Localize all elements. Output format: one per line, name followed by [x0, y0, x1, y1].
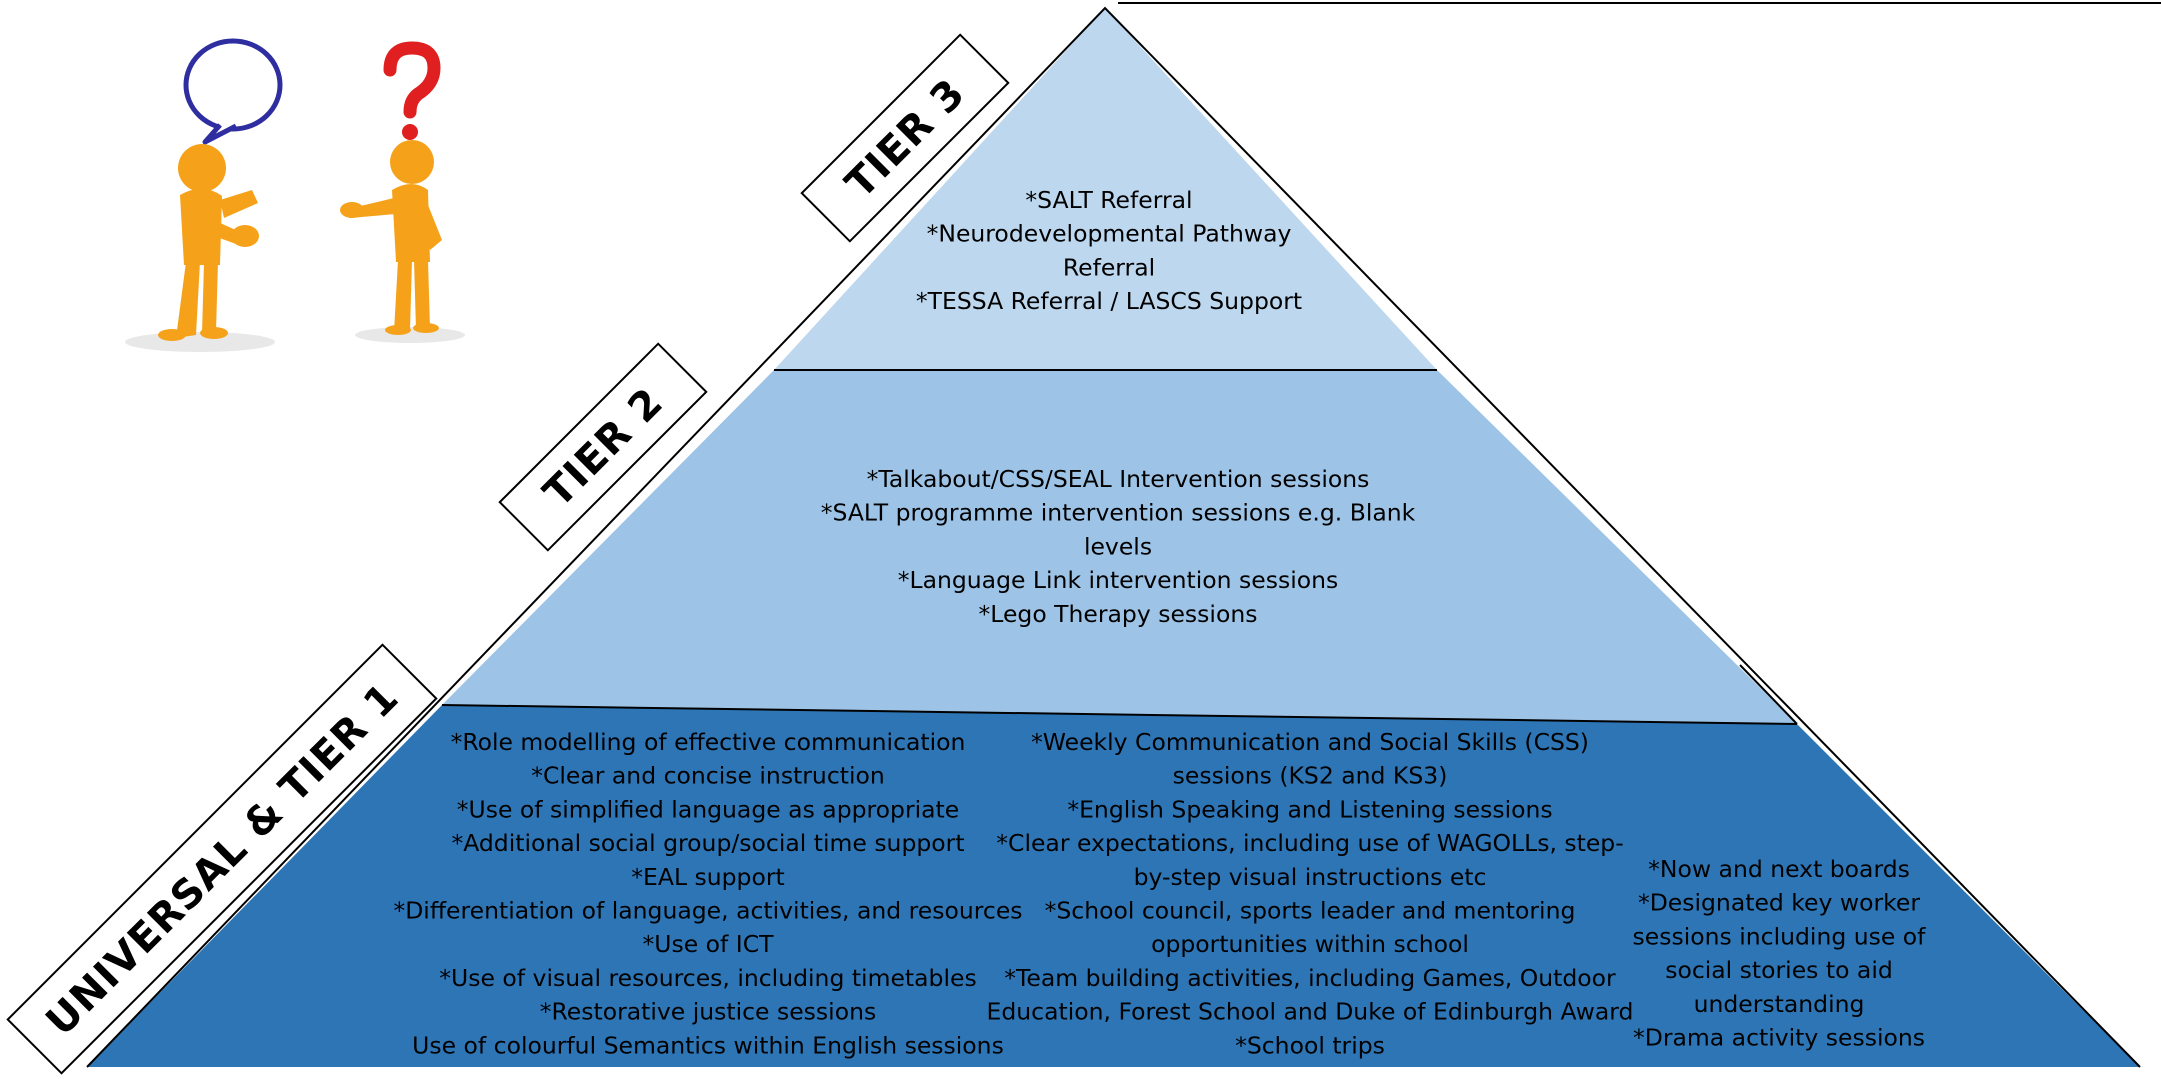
tier2-text-line: *Lego Therapy sessions	[979, 600, 1258, 628]
tier1-band	[87, 705, 2140, 1067]
tier1-col1-line: *Use of simplified language as appropria…	[457, 795, 959, 823]
tier1-col1-line: *Use of ICT	[643, 930, 775, 958]
tier3-label-box: TIER 3	[800, 33, 1010, 243]
tier3-text-line: *TESSA Referral / LASCS Support	[916, 287, 1302, 315]
tier1-col2-line: sessions (KS2 and KS3)	[1173, 762, 1448, 790]
tier1-col3-line: social stories to aid	[1665, 956, 1893, 984]
question-mark-icon	[383, 41, 441, 140]
tier1-col1-line: *Differentiation of language, activities…	[393, 897, 1022, 925]
tier1-col2-line: *Weekly Communication and Social Skills …	[1031, 728, 1589, 756]
tier1-col3-line: *Now and next boards	[1648, 855, 1910, 883]
tier2-text-line: levels	[1084, 532, 1152, 560]
tier2-text-line: *Talkabout/CSS/SEAL Intervention session…	[867, 465, 1370, 493]
tier3-text-line: *Neurodevelopmental Pathway	[927, 220, 1292, 248]
tier1-col2-line: opportunities within school	[1151, 930, 1469, 958]
tier1-col3-line: understanding	[1694, 990, 1865, 1018]
tier1-column-1: *Role modelling of effective communicati…	[393, 728, 1022, 1059]
tier3-text-line: Referral	[1063, 253, 1155, 281]
tier1-col3-line: *Designated key worker	[1638, 889, 1920, 917]
tier2-text: *Talkabout/CSS/SEAL Intervention session…	[821, 465, 1416, 628]
tier3-text: *SALT Referral *Neurodevelopmental Pathwa…	[916, 186, 1302, 315]
tier1-col3-line: sessions including use of	[1633, 922, 1927, 950]
tier2-text-line: *Language Link intervention sessions	[898, 566, 1339, 594]
figure-shadow	[355, 327, 465, 343]
tier1-column-3: *Now and next boards *Designated key work…	[1633, 855, 1927, 1052]
tier1-col2-line: Education, Forest School and Duke of Edi…	[987, 998, 1634, 1026]
tier1-col3-line: *Drama activity sessions	[1633, 1024, 1925, 1052]
tier1-col2-line: *Team building activities, including Gam…	[1004, 964, 1616, 992]
pyramid-outline	[86, 6, 2141, 1068]
tier2-band	[442, 370, 1797, 724]
tier2-corner-line	[1739, 664, 1798, 725]
figure-shadow	[125, 332, 275, 352]
tier3-text-line: *SALT Referral	[1025, 186, 1192, 214]
tier2-divider	[441, 704, 1798, 725]
tier2-text-line: *SALT programme intervention sessions e.…	[821, 499, 1416, 527]
tier3-band	[774, 8, 1437, 370]
figure-left	[158, 144, 259, 341]
tier1-col1-line: *Role modelling of effective communicati…	[451, 728, 966, 756]
tier1-column-2: *Weekly Communication and Social Skills …	[987, 728, 1634, 1059]
tier1-col1-line: *Additional social group/social time sup…	[451, 829, 964, 857]
tier1-col2-line: *School council, sports leader and mento…	[1045, 897, 1576, 925]
tier1-col1-line: Use of colourful Semantics within Englis…	[412, 1031, 1004, 1059]
tier2-label-box: TIER 2	[498, 342, 708, 552]
tier1-col2-line: *English Speaking and Listening sessions	[1067, 795, 1552, 823]
tier1-col1-line: *EAL support	[631, 863, 784, 891]
tier1-col2-line: *School trips	[1235, 1031, 1385, 1059]
tier1-col2-line: by-step visual instructions etc	[1134, 863, 1487, 891]
speech-bubble-icon	[183, 38, 283, 145]
tier1-col1-line: *Use of visual resources, including time…	[439, 964, 976, 992]
tier1-col1-line: *Clear and concise instruction	[531, 762, 885, 790]
figure-right	[340, 140, 442, 335]
tier1-col1-line: *Restorative justice sessions	[540, 998, 876, 1026]
talking-figures-image	[125, 38, 465, 352]
tier1-col2-line: *Clear expectations, including use of WA…	[996, 829, 1623, 857]
